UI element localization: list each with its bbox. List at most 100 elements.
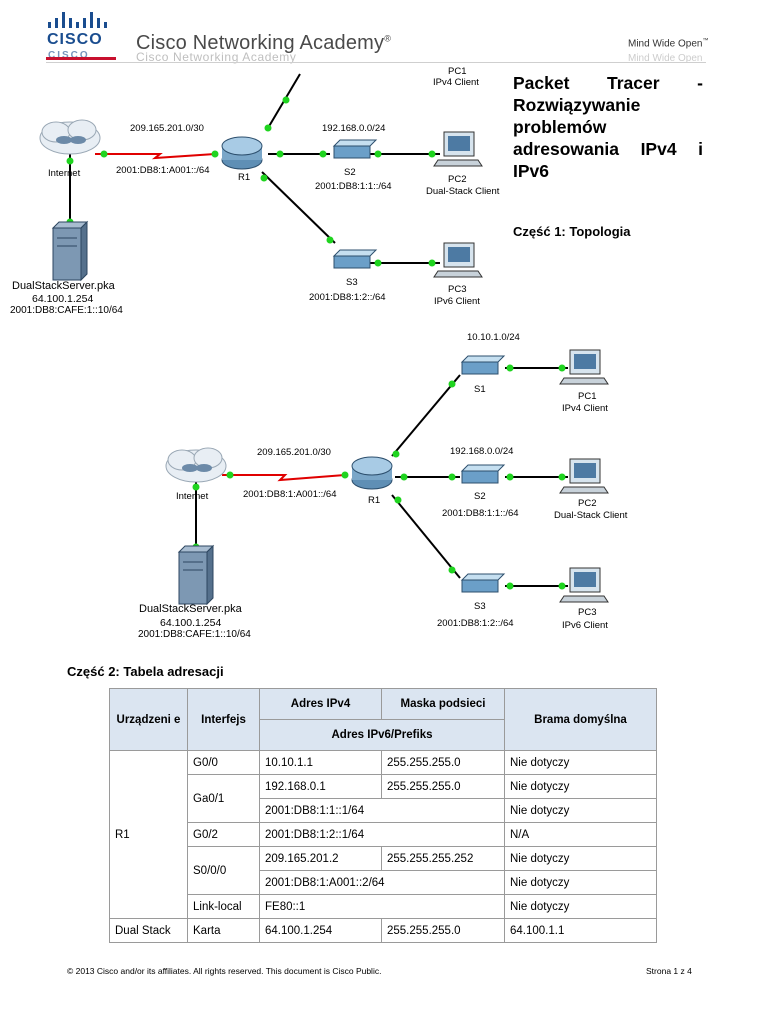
cell-ip: 209.165.201.2 — [259, 846, 382, 871]
bottom-server-v6: 2001:DB8:CAFE:1::10/64 — [138, 629, 251, 640]
router-icon — [351, 456, 393, 490]
top-pc3-role: IPv6 Client — [434, 296, 480, 307]
cell-interface: G0/2 — [187, 822, 260, 847]
pc-icon — [433, 242, 483, 278]
header-accent-bar — [46, 57, 116, 60]
cell-gateway: Nie dotyczy — [504, 798, 657, 823]
pc-icon — [559, 458, 609, 494]
bottom-s1-net: 10.10.1.0/24 — [467, 332, 520, 343]
cell-ip: 10.10.1.1 — [259, 750, 382, 775]
bottom-server-name: DualStackServer.pka — [139, 603, 242, 615]
cloud-icon — [165, 447, 227, 483]
cell-interface: Karta — [187, 918, 260, 943]
top-wan-v6: 2001:DB8:1:A001::/64 — [116, 165, 210, 176]
page-number: Strona 1 z 4 — [646, 966, 692, 976]
topology-diagram-bottom — [165, 349, 609, 606]
copyright-footer: © 2013 Cisco and/or its affiliates. All … — [67, 966, 382, 976]
tagline: Mind Wide Open™ — [628, 38, 709, 50]
col-interface-header: Interfejs — [187, 688, 260, 751]
cell-interface: Ga0/1 — [187, 774, 260, 823]
table-row: Ga0/1 192.168.0.1 255.255.255.0 Nie doty… — [110, 774, 657, 823]
switch-icon — [460, 464, 506, 484]
cell-gateway: 64.100.1.1 — [504, 918, 657, 943]
cell-gateway: Nie dotyczy — [504, 750, 657, 775]
switch-icon — [332, 139, 378, 159]
cell-gateway: Nie dotyczy — [504, 870, 657, 895]
bottom-wan-v4: 209.165.201.0/30 — [257, 447, 331, 458]
title-line-2: Rozwiązywanie problemów adresowania IPv4… — [513, 95, 703, 181]
cell-ipv6: 2001:DB8:1:1::1/64 — [259, 798, 505, 823]
cisco-logo-text: CISCO — [47, 31, 103, 48]
cell-mask: 255.255.255.0 — [381, 918, 505, 943]
bottom-s3-v6: 2001:DB8:1:2::/64 — [437, 618, 514, 629]
top-server-v6: 2001:DB8:CAFE:1::10/64 — [10, 305, 123, 316]
cell-interface: G0/0 — [187, 750, 260, 775]
topology-diagram-top — [39, 73, 483, 282]
bottom-pc1-role: IPv4 Client — [562, 403, 608, 414]
server-icon — [177, 544, 215, 606]
top-s2: S2 — [344, 167, 356, 178]
cisco-bridge-logo-icon — [48, 12, 107, 28]
cell-device: Dual Stack — [109, 918, 188, 943]
cell-device: R1 — [109, 750, 188, 919]
top-pc1-role: IPv4 Client — [433, 77, 479, 88]
bottom-s3: S3 — [474, 601, 486, 612]
cisco-logo-text-reflection: CISCO — [48, 50, 90, 61]
top-s3-v6: 2001:DB8:1:2::/64 — [309, 292, 386, 303]
top-pc1-name: PC1 — [448, 66, 467, 77]
cell-gateway: Nie dotyczy — [504, 846, 657, 871]
col-ipv4-header: Adres IPv4 — [259, 688, 382, 720]
cell-ipv6: 2001:DB8:1:2::1/64 — [259, 822, 505, 847]
bottom-s2-v4: 192.168.0.0/24 — [450, 446, 514, 457]
bottom-s1: S1 — [474, 384, 486, 395]
bottom-pc2-name: PC2 — [578, 498, 597, 509]
top-r1: R1 — [238, 172, 251, 183]
table-row: G0/2 2001:DB8:1:2::1/64 N/A — [110, 822, 657, 847]
bottom-s2: S2 — [474, 491, 486, 502]
bottom-wan-v6: 2001:DB8:1:A001::/64 — [243, 489, 337, 500]
cell-ip: 64.100.1.254 — [259, 918, 382, 943]
top-pc2-role: Dual-Stack Client — [426, 186, 500, 197]
table-row: S0/0/0 209.165.201.2 255.255.255.252 Nie… — [110, 846, 657, 895]
top-wan-v4: 209.165.201.0/30 — [130, 123, 204, 134]
title-line-1: Packet Tracer - — [513, 73, 703, 93]
cell-ipv6: FE80::1 — [259, 894, 505, 919]
table-row: 2001:DB8:1:1::1/64 Nie dotyczy — [110, 798, 657, 823]
section-heading-addressing: Część 2: Tabela adresacji — [67, 664, 224, 679]
table-row: Dual Stack Karta 64.100.1.254 255.255.25… — [109, 918, 657, 943]
cloud-icon — [39, 119, 101, 155]
col-mask-header: Maska podsieci — [381, 688, 505, 720]
top-pc2-name: PC2 — [448, 174, 467, 185]
cell-mask: 255.255.255.252 — [381, 846, 505, 871]
header-divider — [46, 62, 706, 63]
cisco-logo — [46, 10, 118, 62]
bottom-pc3-name: PC3 — [578, 607, 597, 618]
cell-gateway: Nie dotyczy — [504, 894, 657, 919]
col-gateway-header: Brama domyślna — [504, 688, 657, 751]
switch-icon — [460, 355, 506, 375]
bottom-server-v4: 64.100.1.254 — [160, 617, 222, 629]
table-row: 2001:DB8:1:A001::2/64 Nie dotyczy — [110, 870, 657, 895]
section-heading-topology: Część 1: Topologia — [513, 224, 631, 239]
cell-interface: Link-local — [187, 894, 260, 919]
bottom-r1: R1 — [368, 495, 381, 506]
router-icon — [221, 136, 263, 170]
cell-interface: S0/0/0 — [187, 846, 260, 895]
cell-ip: 192.168.0.1 — [259, 774, 382, 799]
cell-gateway: Nie dotyczy — [504, 774, 657, 799]
top-server-v4: 64.100.1.254 — [32, 293, 94, 305]
bottom-pc1-name: PC1 — [578, 391, 597, 402]
pc-icon — [559, 349, 609, 385]
cell-gateway: N/A — [504, 822, 657, 847]
table-row: Link-local FE80::1 Nie dotyczy — [110, 894, 657, 919]
table-header-row: Urządzeni e Interfejs Adres IPv4 Maska p… — [109, 688, 657, 751]
top-s3: S3 — [346, 277, 358, 288]
col-device-header: Urządzeni e — [109, 688, 188, 751]
document-title: Packet Tracer - Rozwiązywanie problemów … — [513, 72, 703, 182]
cell-mask: 255.255.255.0 — [381, 750, 505, 775]
cell-mask: 255.255.255.0 — [381, 774, 505, 799]
top-server-name: DualStackServer.pka — [12, 280, 115, 292]
pc-icon — [559, 567, 609, 603]
top-internet: Internet — [48, 168, 81, 179]
col-ipv6-header: Adres IPv6/Prefiks — [259, 719, 505, 751]
